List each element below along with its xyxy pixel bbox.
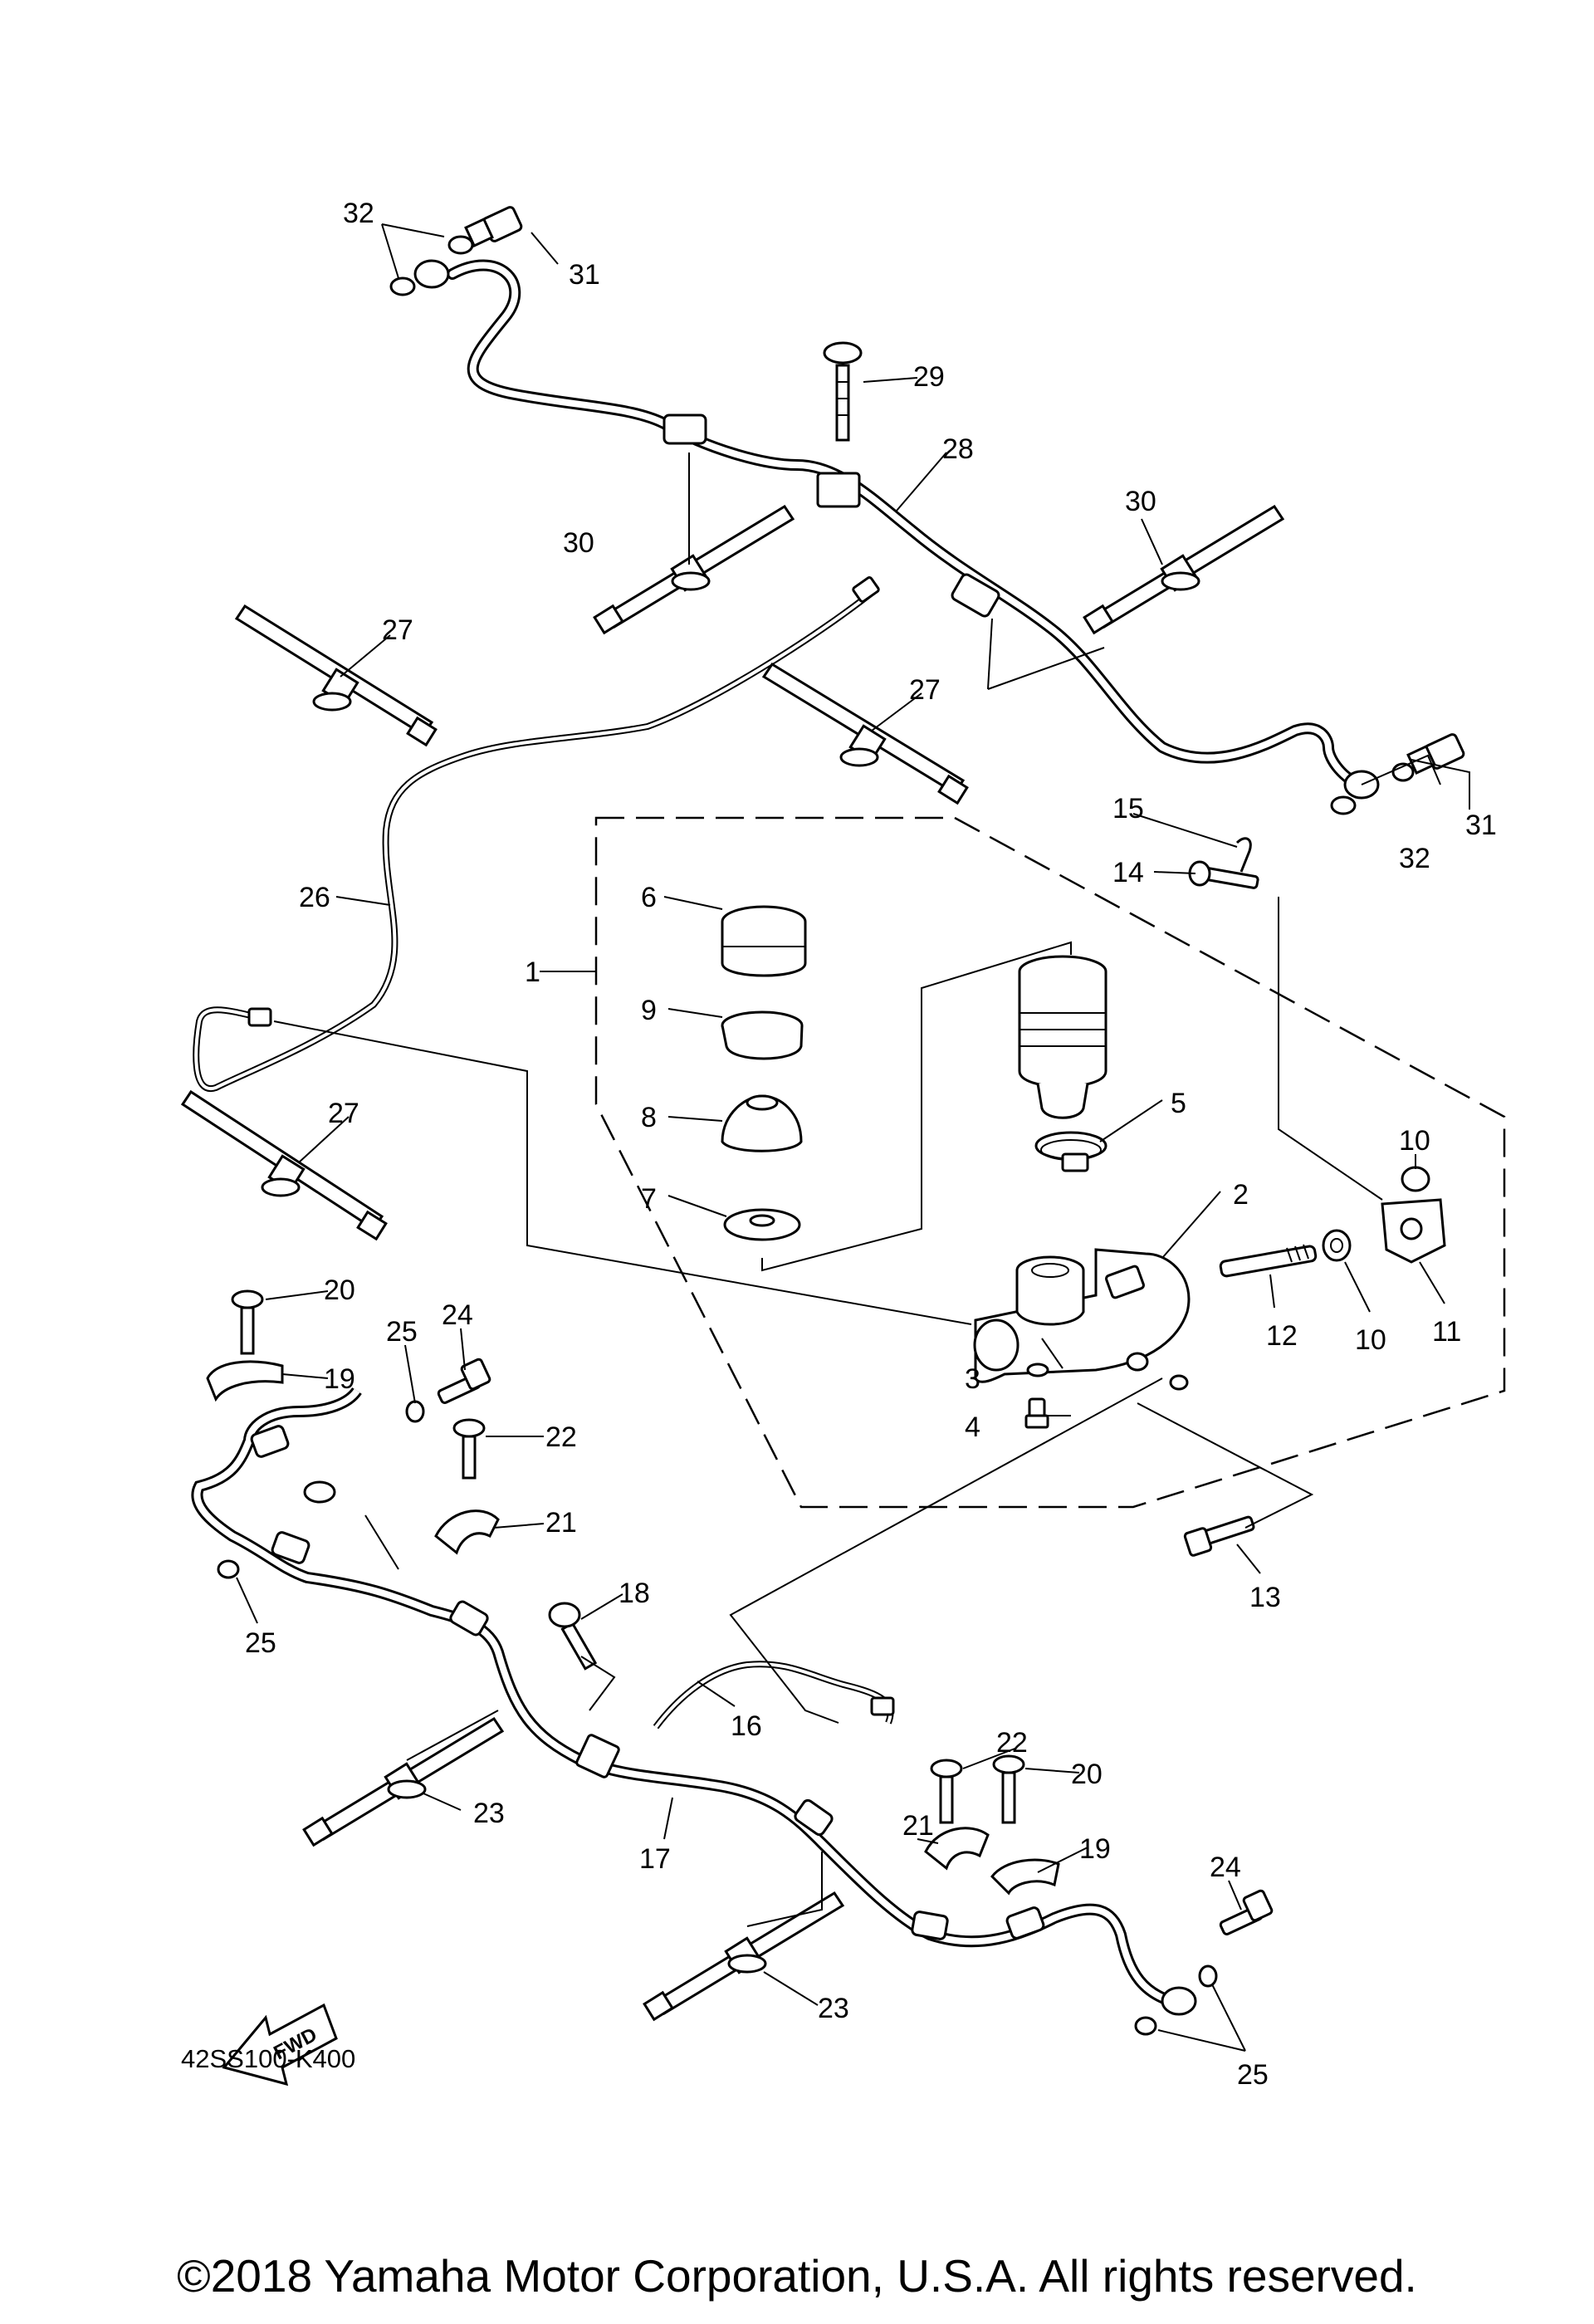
callout-20-a: 20 [324,1275,355,1306]
callout-13: 13 [1249,1582,1281,1613]
washer-25-a [405,1400,425,1423]
nut-10-a [1322,1229,1352,1262]
callout-6: 6 [641,882,657,913]
callout-31-b: 31 [1465,810,1497,841]
float [723,1208,801,1241]
bolt-20-a [231,1289,264,1355]
washer-25-d [1134,2016,1157,2036]
clevis-pin-14 [1188,860,1259,889]
reservoir-tank [1018,955,1107,1119]
callout-17: 17 [639,1843,671,1875]
bolt-20-b [992,1754,1025,1824]
cable-tie-30-a [593,504,795,635]
brake-pipe [193,576,880,1093]
cable-tie-27-c [180,1089,388,1241]
callout-10-a: 10 [1399,1125,1430,1157]
diaphragm [721,1094,803,1152]
callout-28: 28 [942,433,974,465]
cable-tie-27-a [234,604,438,747]
callout-31-a: 31 [569,259,600,291]
callout-9: 9 [641,995,657,1026]
leader-lines [236,223,1470,2052]
callout-18: 18 [619,1578,650,1609]
clevis-11 [1381,1198,1446,1264]
callout-10-b: 10 [1355,1324,1386,1356]
push-rod-12 [1219,1244,1318,1278]
bolt-22-b [930,1759,963,1824]
callout-19-a: 19 [324,1363,355,1395]
assembly-boundary [594,816,1506,1509]
short-brake-pipe-16 [653,1661,895,1730]
clamp-19-b [990,1858,1060,1896]
callout-23-b: 23 [818,1993,849,2024]
lower-brake-hose [191,1387,1197,2016]
callout-11: 11 [1432,1316,1461,1348]
callout-25-b: 25 [245,1627,276,1659]
callout-30-b: 30 [1125,486,1156,517]
cable-tie-30-b [1083,504,1285,635]
bleed-screw-4 [1024,1397,1049,1429]
callout-24-a: 24 [442,1299,473,1331]
callout-21-a: 21 [545,1507,577,1539]
washer-25-b [217,1559,240,1579]
diaphragm-holder [721,1010,804,1060]
washer-3 [1026,1363,1049,1377]
reservoir-cap [721,905,807,977]
callout-3: 3 [965,1363,980,1395]
callout-27-a: 27 [382,614,413,646]
clamp-21-a [434,1509,500,1555]
drawing-code: 42SS100-K400 [181,2044,355,2073]
callout-25-c: 25 [1237,2059,1269,2091]
nut-10-b [1401,1166,1430,1192]
callout-23-a: 23 [473,1798,505,1829]
callout-14: 14 [1112,857,1144,888]
bolt-18 [548,1602,598,1671]
callout-4: 4 [965,1412,980,1443]
callout-labels: 1 2 3 4 5 6 7 8 9 10 10 11 12 13 14 15 1… [245,198,1497,2091]
cable-tie-27-b [761,662,969,805]
callout-1: 1 [525,957,540,988]
callout-24-b: 24 [1210,1852,1241,1883]
bolt-22-a [452,1418,486,1480]
callout-30-a: 30 [563,527,594,559]
copyright-notice: ©2018 Yamaha Motor Corporation, U.S.A. A… [177,2250,1417,2302]
callout-32-a: 32 [343,198,374,229]
bolt-24-a [437,1358,491,1405]
callout-15: 15 [1112,793,1144,824]
callout-22-b: 22 [996,1727,1028,1759]
callout-20-b: 20 [1071,1759,1103,1790]
cotter-pin-15 [1235,837,1252,873]
upper-brake-hose [389,206,1465,815]
fwd-arrow: FWD [222,2003,338,2087]
callout-8: 8 [641,1102,657,1133]
callout-27-c: 27 [328,1098,359,1129]
washer-25-c [1198,1964,1218,1988]
callout-22-a: 22 [545,1421,577,1453]
hose-clamp [1034,1131,1107,1172]
callout-21-b: 21 [902,1810,934,1842]
clamp-19-a [206,1360,284,1402]
callout-25-a: 25 [386,1316,418,1348]
callout-16: 16 [731,1710,762,1742]
callout-26: 26 [299,882,330,913]
callout-12: 12 [1266,1320,1298,1352]
cable-tie-23-b [643,1891,845,2022]
callout-2: 2 [1233,1179,1249,1211]
cable-tie-23-a [302,1716,505,1847]
callout-7: 7 [641,1183,657,1215]
callout-5: 5 [1171,1088,1186,1119]
bolt-13 [1183,1515,1255,1557]
clamp-21-b [924,1827,990,1871]
master-cylinder-body [973,1248,1191,1391]
callout-32-b: 32 [1399,843,1430,874]
callout-19-b: 19 [1079,1833,1111,1865]
callout-27-b: 27 [909,674,941,706]
bolt-24-b [1219,1889,1274,1936]
callout-29: 29 [913,361,945,393]
